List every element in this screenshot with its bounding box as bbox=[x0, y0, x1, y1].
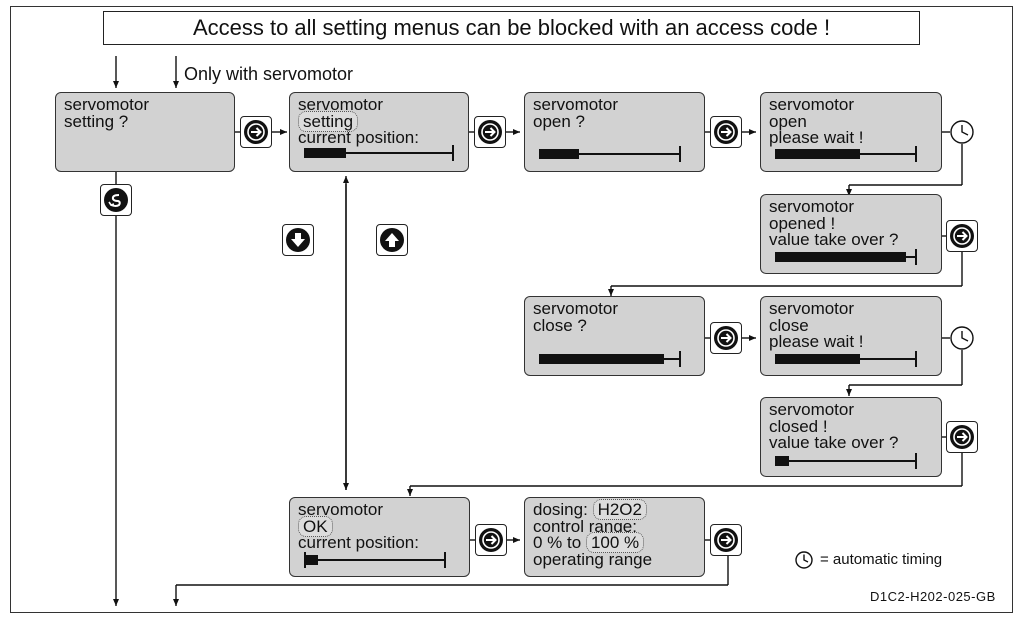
screen-line: servomotor bbox=[533, 95, 619, 114]
down-arrow-key-icon[interactable] bbox=[282, 224, 314, 256]
screen-highlight: 100 % bbox=[585, 532, 645, 553]
exit-key-icon[interactable] bbox=[100, 184, 132, 216]
screen-line: please wait ! bbox=[769, 128, 864, 147]
screen-line: open ? bbox=[533, 111, 585, 131]
screen-line: control range: bbox=[533, 516, 637, 536]
screen-line: servomotor bbox=[298, 500, 384, 519]
screen-highlight: setting bbox=[298, 110, 359, 132]
enter-key-icon[interactable] bbox=[475, 524, 507, 556]
screen-line: value take over ? bbox=[769, 230, 899, 249]
screen-line: operating range bbox=[533, 549, 653, 569]
timing-legend: = automatic timing bbox=[794, 549, 942, 571]
screen-line: servomotor bbox=[769, 299, 855, 318]
up-arrow-key-icon[interactable] bbox=[376, 224, 408, 256]
screen-servomotor-setting-position: servomotor setting current position: bbox=[289, 92, 469, 172]
screen-line: 0 % to bbox=[533, 533, 582, 552]
enter-key-icon[interactable] bbox=[240, 116, 272, 148]
screen-servomotor-setting-query: servomotor setting ? bbox=[55, 92, 235, 172]
screen-line: please wait ! bbox=[769, 332, 864, 351]
screen-servomotor-open-wait: servomotor open please wait ! bbox=[760, 92, 942, 172]
screen-servomotor-ok: servomotor OK current position: bbox=[289, 497, 470, 577]
screen-line: opened ! bbox=[769, 213, 836, 233]
access-code-banner: Access to all setting menus can be block… bbox=[103, 11, 920, 45]
position-bar bbox=[304, 552, 446, 568]
position-bar bbox=[304, 145, 454, 161]
position-bar bbox=[539, 351, 681, 367]
screen-dosing-control-range: dosing: H2O2 control range: 0 % to 100 %… bbox=[524, 497, 705, 577]
screen-line: closed ! bbox=[769, 416, 828, 436]
position-bar bbox=[775, 453, 917, 469]
position-bar bbox=[775, 249, 917, 265]
screen-servomotor-opened: servomotor opened ! value take over ? bbox=[760, 194, 942, 274]
screen-line: servomotor bbox=[769, 400, 855, 419]
screen-line: close ? bbox=[533, 315, 587, 335]
screen-servomotor-open-query: servomotor open ? bbox=[524, 92, 705, 172]
document-code: D1C2-H202-025-GB bbox=[870, 589, 996, 604]
screen-servomotor-close-query: servomotor close ? bbox=[524, 296, 705, 376]
enter-key-icon[interactable] bbox=[946, 220, 978, 252]
screen-highlight: H2O2 bbox=[592, 499, 647, 520]
screen-line: dosing: bbox=[533, 500, 588, 519]
enter-key-icon[interactable] bbox=[710, 322, 742, 354]
screen-line: current position: bbox=[298, 533, 419, 552]
screen-line: servomotor bbox=[298, 95, 384, 114]
clock-icon bbox=[795, 551, 813, 569]
enter-key-icon[interactable] bbox=[710, 524, 742, 556]
screen-line: servomotor bbox=[769, 197, 855, 216]
screen-line: servomotor bbox=[769, 95, 855, 114]
enter-key-icon[interactable] bbox=[710, 116, 742, 148]
screen-line: servomotor bbox=[64, 95, 150, 114]
screen-servomotor-closed: servomotor closed ! value take over ? bbox=[760, 397, 942, 477]
position-bar bbox=[539, 146, 681, 162]
position-bar bbox=[775, 351, 917, 367]
enter-key-icon[interactable] bbox=[474, 116, 506, 148]
diagram-frame bbox=[10, 6, 1013, 613]
legend-text: = automatic timing bbox=[820, 551, 943, 568]
screen-line: current position: bbox=[298, 128, 419, 147]
servomotor-only-note: Only with servomotor bbox=[184, 64, 354, 84]
clock-icon bbox=[950, 120, 974, 144]
clock-icon bbox=[950, 326, 974, 350]
screen-line: servomotor bbox=[533, 299, 619, 318]
screen-line: open bbox=[769, 111, 807, 131]
screen-line: value take over ? bbox=[769, 433, 899, 452]
screen-servomotor-close-wait: servomotor close please wait ! bbox=[760, 296, 942, 376]
screen-line: close bbox=[769, 315, 809, 335]
enter-key-icon[interactable] bbox=[946, 421, 978, 453]
screen-line: setting ? bbox=[64, 111, 129, 131]
position-bar bbox=[775, 146, 917, 162]
screen-highlight: OK bbox=[298, 515, 333, 537]
